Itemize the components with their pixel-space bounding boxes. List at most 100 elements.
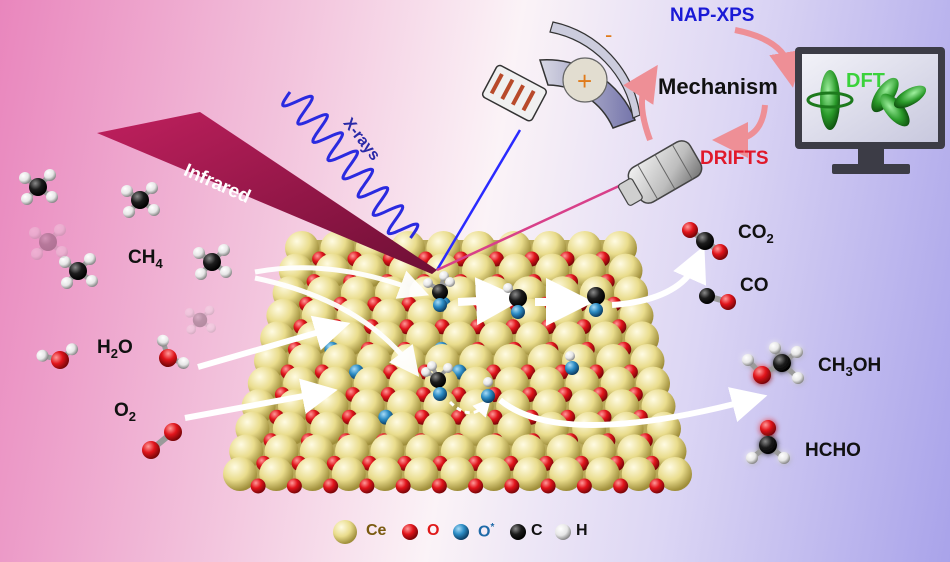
oxygen-atom xyxy=(649,478,665,494)
oxygen-atom xyxy=(753,366,771,384)
napxps-beam xyxy=(435,129,522,271)
oxygen-atom xyxy=(613,478,629,494)
oxygen-molecule xyxy=(142,423,182,459)
oxygen-atom xyxy=(323,478,339,494)
surface-adsorbates xyxy=(421,271,605,403)
hydrogen-atom xyxy=(791,346,803,358)
active-oxygen-atom xyxy=(433,298,447,312)
hydrogen-atom xyxy=(36,349,49,362)
ceria-slab xyxy=(223,231,692,494)
dft-monitor-icon xyxy=(795,47,945,174)
reaction-arrows xyxy=(184,245,768,428)
carbon-atom xyxy=(39,233,57,251)
legend-c-swatch xyxy=(510,524,526,540)
oxygen-atom xyxy=(504,478,520,494)
ch4-label: CH4 xyxy=(128,247,163,271)
oxygen-atom xyxy=(250,478,266,494)
carbon-atom xyxy=(29,178,47,196)
hydrogen-atom xyxy=(746,452,758,464)
drifts-label: DRIFTS xyxy=(700,148,769,169)
legend-o-swatch xyxy=(402,524,418,540)
ceria-atom xyxy=(295,457,330,491)
hcho-label: HCHO xyxy=(805,440,861,461)
plus-sign: + xyxy=(577,66,592,96)
carbon-atom xyxy=(131,191,149,209)
legend-swatches xyxy=(333,520,571,544)
hydrogen-atom xyxy=(19,172,31,184)
ch3oh-label: CH3OH xyxy=(818,355,882,379)
hydrogen-atom xyxy=(86,275,98,287)
legend-h-swatch xyxy=(555,524,571,540)
h2o-label: H2O xyxy=(97,337,133,361)
legend-ce-label: Ce xyxy=(366,522,387,539)
active-oxygen-atom xyxy=(481,389,495,403)
methane-molecule xyxy=(19,169,58,205)
ceria-atom xyxy=(368,457,402,491)
hydrogen-atom xyxy=(123,206,135,218)
oxygen-atom xyxy=(142,441,160,459)
ceria-atom xyxy=(404,457,439,491)
hydrogen-atom xyxy=(792,372,804,384)
oxygen-atom xyxy=(720,294,736,310)
oxygen-atom xyxy=(164,423,182,441)
carbon-atom xyxy=(432,284,448,300)
oxygen-atom xyxy=(540,478,556,494)
hydrogen-atom xyxy=(56,246,68,258)
ceria-atom xyxy=(513,457,547,491)
ceria-atom xyxy=(658,457,692,491)
formaldehyde-molecule xyxy=(746,420,790,464)
hydrogen-atom xyxy=(220,266,232,278)
ceria-atom xyxy=(259,457,294,491)
hydrogen-atom xyxy=(146,182,158,194)
hydrogen-atom xyxy=(84,253,96,265)
ceria-atom xyxy=(621,457,656,491)
hydrogen-atom xyxy=(742,354,754,366)
ceria-atom xyxy=(476,457,511,491)
oxygen-atom xyxy=(682,222,698,238)
hydrogen-atom xyxy=(184,308,195,318)
oxygen-atom xyxy=(760,420,776,436)
active-oxygen-atom xyxy=(589,303,603,317)
methanol-molecule xyxy=(742,342,804,384)
oxygen-atom xyxy=(286,478,302,494)
mechanism-cycle-arrows xyxy=(623,27,805,158)
oxygen-atom xyxy=(576,478,592,494)
hydrogen-atom xyxy=(778,452,790,464)
carbon-atom xyxy=(203,253,221,271)
hydrogen-atom xyxy=(423,278,433,288)
carbon-atom xyxy=(773,354,791,372)
minus-sign: - xyxy=(605,22,612,47)
infrared-beam xyxy=(97,112,437,274)
hydrogen-atom xyxy=(177,357,190,370)
oxygen-atom xyxy=(468,478,484,494)
ceria-atom xyxy=(549,457,584,491)
hydrogen-atom xyxy=(193,247,205,259)
carbon-atom xyxy=(696,232,714,250)
co2-molecule xyxy=(682,222,728,260)
water-molecule xyxy=(36,343,79,369)
methane-molecule xyxy=(193,244,232,280)
active-oxygen-atom xyxy=(433,387,447,401)
hydrogen-atom xyxy=(46,191,58,203)
hydrogen-atom xyxy=(218,244,230,256)
hydrogen-atom xyxy=(206,323,216,333)
hydrogen-atom xyxy=(195,268,207,280)
hydrogen-atom xyxy=(148,204,160,216)
hydrogen-atom xyxy=(445,277,455,287)
oxygen-atom xyxy=(159,349,177,367)
drifts-probe-icon xyxy=(617,140,703,206)
methane-molecule xyxy=(59,253,98,289)
methane-molecule xyxy=(184,305,216,335)
ceria-atom xyxy=(585,457,620,491)
legend-ce-swatch xyxy=(333,520,357,544)
carbon-atom xyxy=(192,312,208,328)
hydrogen-atom xyxy=(443,363,453,373)
hydrogen-atom xyxy=(565,351,575,361)
legend-c-label: C xyxy=(531,522,543,539)
co-label: CO xyxy=(740,275,769,296)
o2-label: O2 xyxy=(114,400,137,424)
hydrogen-atom xyxy=(483,377,493,387)
carbon-atom xyxy=(759,436,777,454)
legend-active-o-swatch xyxy=(453,524,469,540)
